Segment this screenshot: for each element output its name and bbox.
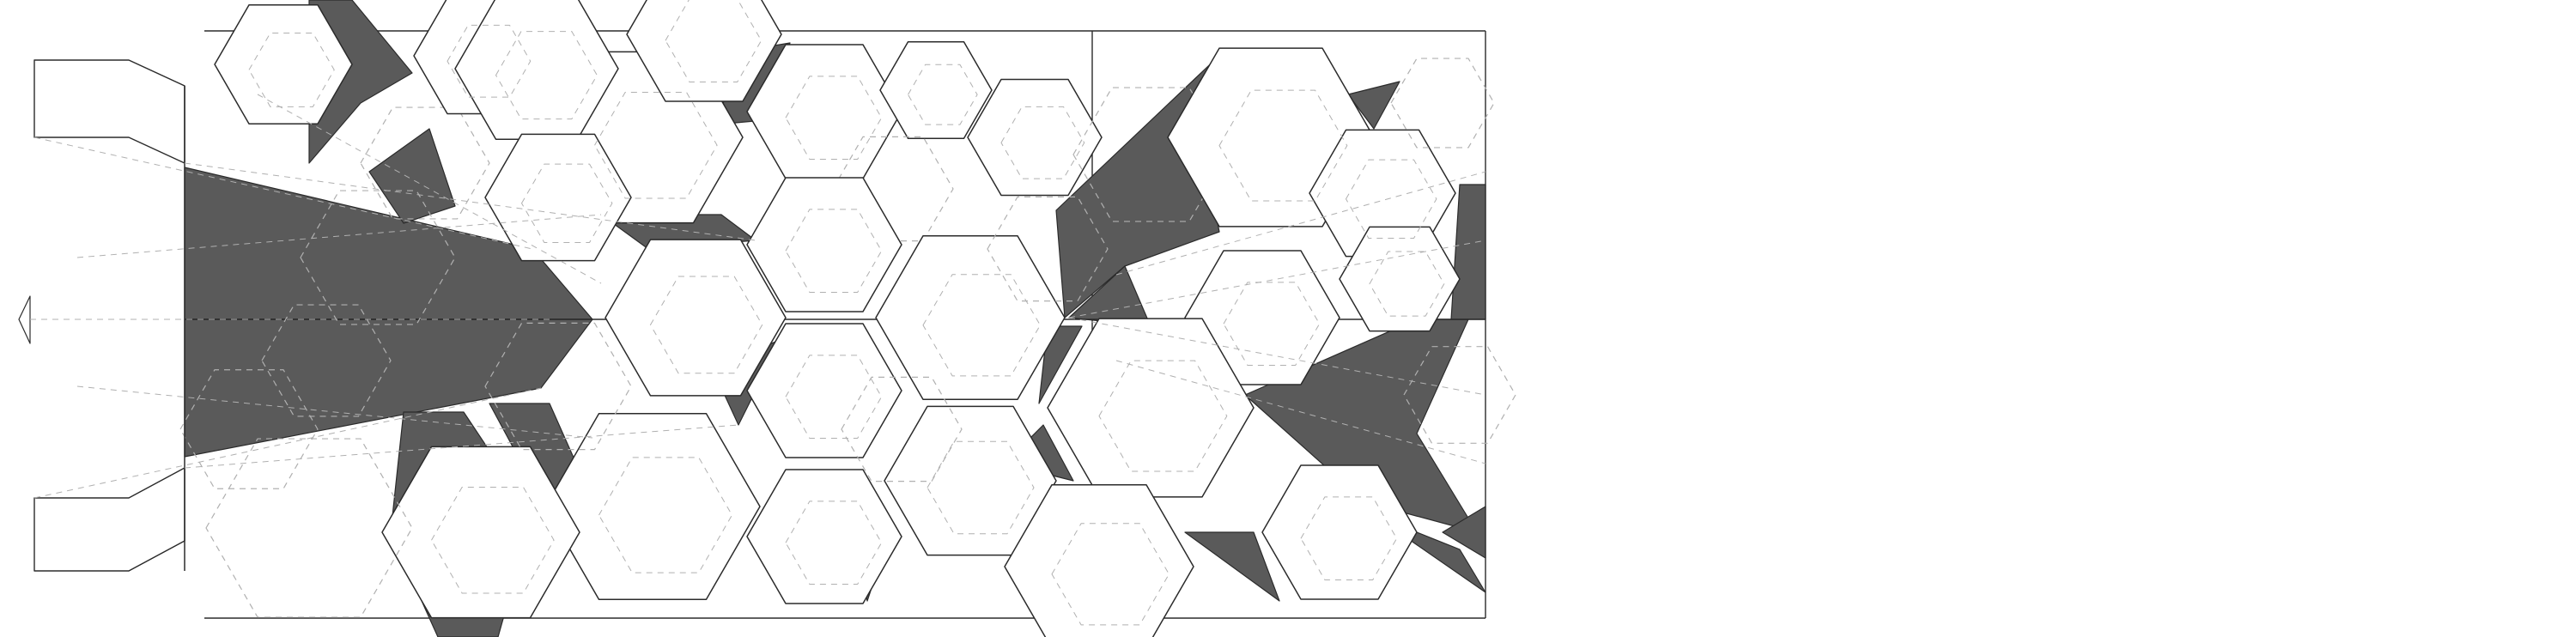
construction-ray [76, 385, 593, 439]
construction-ray [1115, 360, 1486, 464]
hexagon-face [1309, 129, 1456, 258]
hexagon-face [484, 133, 632, 262]
construction-ray [1115, 171, 1486, 276]
left-cap-upper [33, 59, 185, 164]
hexagon-hidden-edge [1390, 58, 1495, 149]
hexagon-face [454, 0, 619, 141]
hexagon-inner-hidden-edge [1346, 159, 1437, 239]
hexagon-inner-hidden-edge [1369, 251, 1445, 317]
construction-ray [76, 214, 602, 258]
shaded-panel [1184, 531, 1280, 602]
hexagon-inner-hidden-edge [594, 91, 718, 199]
hexagon-face [381, 446, 580, 619]
hexagon-hidden-edge [179, 369, 319, 489]
hexagon-hidden-edge [484, 322, 632, 451]
hexagon-face [1004, 483, 1194, 637]
hexagon-face [1261, 464, 1418, 600]
hexagon-face [884, 405, 1057, 556]
hexagon-face [605, 239, 787, 397]
hexagon-face [875, 234, 1066, 401]
hexagon-inner-hidden-edge [927, 440, 1035, 535]
construction-ray [184, 424, 739, 469]
construction-ray [33, 387, 542, 499]
hexagon-inner-hidden-edge [908, 64, 978, 125]
left-cap-lower [33, 467, 185, 572]
hexagon-hidden-edge [1403, 346, 1516, 444]
hexagon-face [544, 412, 761, 601]
hexagon-inner-hidden-edge [785, 209, 883, 294]
hexagon-hidden-edge [261, 304, 392, 417]
shaded-panel [368, 128, 456, 224]
shaded-panel [1442, 506, 1486, 559]
left-arrow-tip [18, 295, 31, 344]
hexagon-inner-hidden-edge [785, 355, 883, 440]
hexagon-inner-hidden-edge [521, 163, 613, 243]
shaded-panel [1450, 184, 1486, 320]
construction-ray [1068, 317, 1486, 396]
hexagon-hidden-edge [832, 136, 954, 242]
hexagon-face [214, 3, 353, 125]
hexagon-inner-hidden-edge [922, 274, 1041, 377]
hexagon-hidden-edge [987, 196, 1109, 302]
hexagon-inner-hidden-edge [248, 32, 335, 107]
hexagon-inner-hidden-edge [785, 76, 883, 161]
hexagon-hidden-edge [205, 438, 413, 618]
hexagon-face [967, 78, 1103, 197]
hexagon-inner-hidden-edge [495, 31, 598, 120]
hexagon-face [746, 469, 902, 604]
construction-ray [1068, 240, 1486, 318]
shaded-panel [1347, 81, 1400, 130]
hexagon-face [879, 40, 993, 140]
construction-ray [33, 136, 533, 250]
hexagon-face [1339, 226, 1461, 332]
hexagon-inner-hidden-edge [1098, 360, 1228, 472]
hexagon-face [746, 323, 902, 458]
hexagon-inner-hidden-edge [650, 276, 763, 374]
hexagon-inner-hidden-edge [785, 500, 883, 585]
hexagon-inner-hidden-edge [1223, 282, 1321, 367]
construction-ray [184, 162, 756, 241]
hexagon-inner-hidden-edge [447, 24, 532, 98]
hexagon-hidden-edge [360, 106, 490, 220]
hexagon-inner-hidden-edge [1051, 523, 1170, 626]
hexagon-inner-hidden-edge [431, 486, 555, 594]
hexagon-face [746, 177, 902, 312]
construction-ray [257, 94, 602, 284]
hexagon-inner-hidden-edge [1218, 89, 1348, 202]
hexagon-inner-hidden-edge [1300, 496, 1398, 581]
hexagon-hidden-edge [841, 376, 963, 482]
hexagon-inner-hidden-edge [665, 0, 762, 83]
shaded-panel [1038, 325, 1083, 404]
hexagon-inner-hidden-edge [1000, 106, 1085, 179]
hexagon-face [626, 0, 782, 102]
